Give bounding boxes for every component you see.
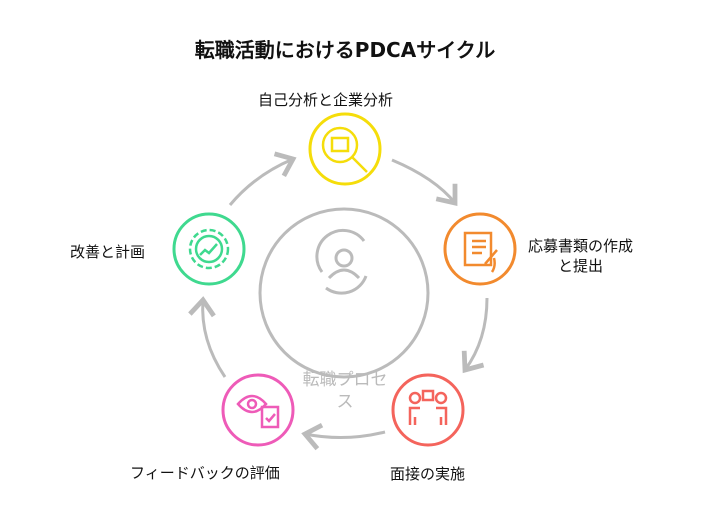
step-circle-5 [172, 212, 246, 286]
gear-chart-icon [188, 228, 230, 270]
eye-clipboard-icon [236, 394, 280, 429]
document-writing-icon [463, 231, 498, 273]
center-label: 転職プロセス [302, 370, 388, 412]
page-title: 転職活動におけるPDCAサイクル [194, 38, 496, 62]
arrow-top-to-right [391, 158, 458, 206]
arrow-bottomleft-to-left [188, 296, 227, 378]
interview-icon [408, 389, 448, 425]
step-label-improve-plan: 改善と計画 [70, 243, 146, 261]
step-label-application: 応募書類の作成と提出 [528, 237, 634, 275]
arrow-bottomright-to-bottomleft [301, 423, 386, 451]
step-circle-1 [308, 112, 382, 186]
arrow-right-to-bottomright [461, 297, 489, 374]
arrow-left-to-top [228, 151, 297, 206]
person-cycle-icon [315, 228, 368, 295]
magnifier-analysis-icon [321, 126, 368, 173]
step-label-feedback: フィードバックの評価 [130, 464, 280, 482]
step-circle-2 [443, 212, 517, 286]
step-label-self-company-analysis: 自己分析と企業分析 [258, 91, 394, 109]
center-circle [258, 207, 430, 379]
step-label-interview: 面接の実施 [390, 465, 466, 483]
step-circle-3 [391, 373, 465, 447]
